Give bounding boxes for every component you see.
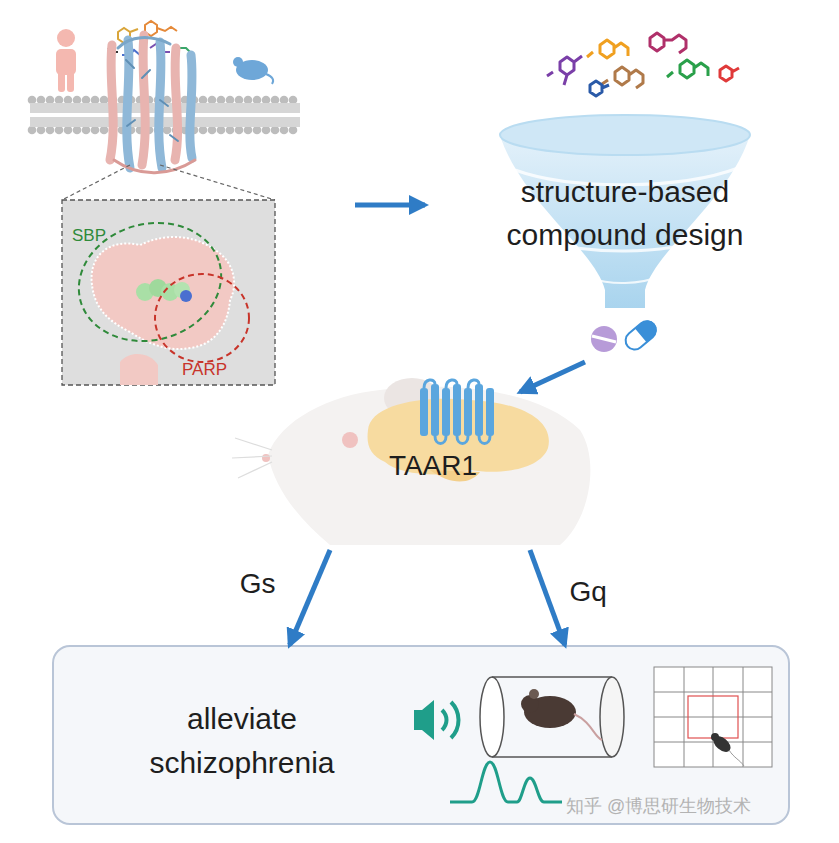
flow-arrow <box>520 362 585 392</box>
flow-arrow <box>290 550 330 645</box>
diagram-node: PARP <box>152 272 252 367</box>
node-text: structure-based compound design <box>480 170 770 256</box>
diagram-node: TAAR1 <box>260 392 600 550</box>
open-field-grid <box>654 667 772 767</box>
flow-arrow <box>530 550 565 645</box>
startle-trace <box>450 762 562 802</box>
edge-label: Gs <box>240 568 276 600</box>
drug-pills <box>591 317 660 353</box>
pocket-outline <box>152 272 252 367</box>
gpcr-icon <box>420 380 494 444</box>
node-text: SBP <box>72 226 122 246</box>
edge-label: Gq <box>569 576 606 608</box>
speaker-icon <box>414 700 459 740</box>
ligand-spheres <box>136 279 192 302</box>
diagram-node: structure-based compound design <box>495 110 755 362</box>
startle-tube <box>480 677 624 757</box>
human-icon <box>56 29 76 92</box>
flow-arrow <box>355 203 425 208</box>
receptor-structure <box>110 35 195 173</box>
pocket-inset <box>62 200 275 385</box>
compound-library <box>547 33 739 96</box>
mouse-icon <box>233 57 273 84</box>
node-text: TAAR1 <box>378 450 488 482</box>
diagram-node: SBP <box>78 222 228 347</box>
watermark: 知乎 @博思研生物技术 <box>566 794 751 818</box>
node-text: PARP <box>182 360 242 380</box>
node-text: alleviate schizophrenia <box>122 697 362 785</box>
zoom-lines <box>62 165 275 200</box>
